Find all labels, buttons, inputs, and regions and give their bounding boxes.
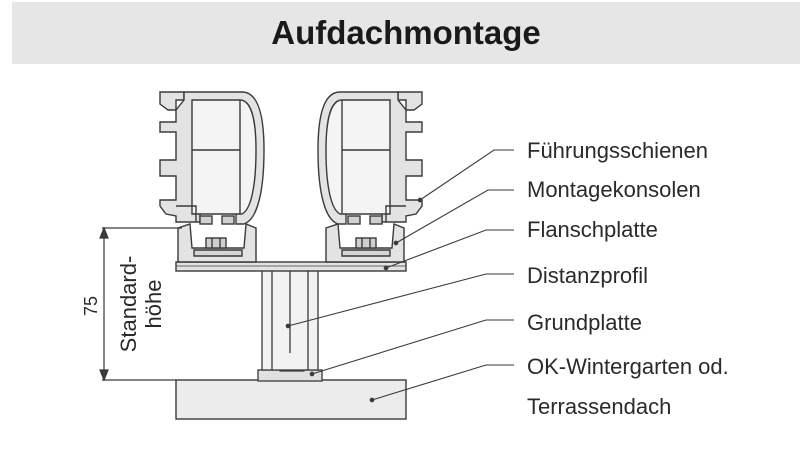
label-grundplatte: Grundplatte: [527, 310, 642, 335]
spacer-profile: [261, 269, 319, 371]
flange-plate: [175, 261, 407, 272]
leader-grundplatte: [311, 319, 514, 375]
dimension-label-line2: höhe: [141, 280, 166, 329]
left-guide-rail: [159, 91, 265, 225]
label-montagekonsolen: Montagekonsolen: [527, 177, 701, 202]
leader-fuehrungsschienen: [419, 149, 514, 201]
label-ok-wintergarten-line1: OK-Wintergarten od.: [527, 354, 729, 379]
leader-flanschplatte: [385, 229, 514, 269]
leader-montagekonsolen: [395, 189, 514, 244]
leader-ok-wintergarten: [371, 364, 514, 401]
leader-distanzprofil: [287, 273, 514, 327]
dimension-label-line1: Standard-: [116, 256, 141, 353]
label-flanschplatte: Flanschplatte: [527, 217, 658, 242]
label-distanzprofil: Distanzprofil: [527, 263, 648, 288]
dimension-value: 75: [81, 296, 101, 316]
left-mounting-console: [177, 222, 257, 263]
height-dimension: [99, 226, 182, 382]
label-fuehrungsschienen: Führungsschienen: [527, 138, 708, 163]
label-ok-wintergarten-line2: Terrassendach: [527, 394, 671, 419]
right-mounting-console: [325, 222, 405, 263]
leader-lines: [285, 149, 514, 403]
roof-base-block: [175, 379, 407, 420]
right-guide-rail: [317, 91, 423, 225]
page-title: Aufdachmontage: [271, 14, 541, 51]
title-bar: Aufdachmontage: [12, 2, 800, 64]
